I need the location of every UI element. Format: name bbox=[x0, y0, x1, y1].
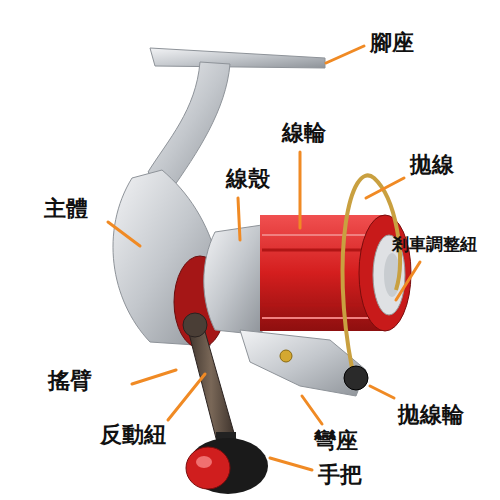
part-label: 主體 bbox=[44, 196, 88, 222]
part-label: 手把 bbox=[318, 462, 362, 488]
part-label: 彎座 bbox=[314, 428, 358, 454]
part-label: 剎車調整紐 bbox=[392, 234, 477, 254]
part-label: 拋線輪 bbox=[398, 402, 464, 428]
part-label: 搖臂 bbox=[48, 368, 92, 394]
part-label: 拋線 bbox=[410, 152, 454, 178]
part-label: 線輪 bbox=[282, 120, 326, 146]
part-label: 腳座 bbox=[370, 30, 414, 56]
part-label: 線殼 bbox=[226, 166, 270, 192]
part-label: 反動紐 bbox=[100, 422, 166, 448]
